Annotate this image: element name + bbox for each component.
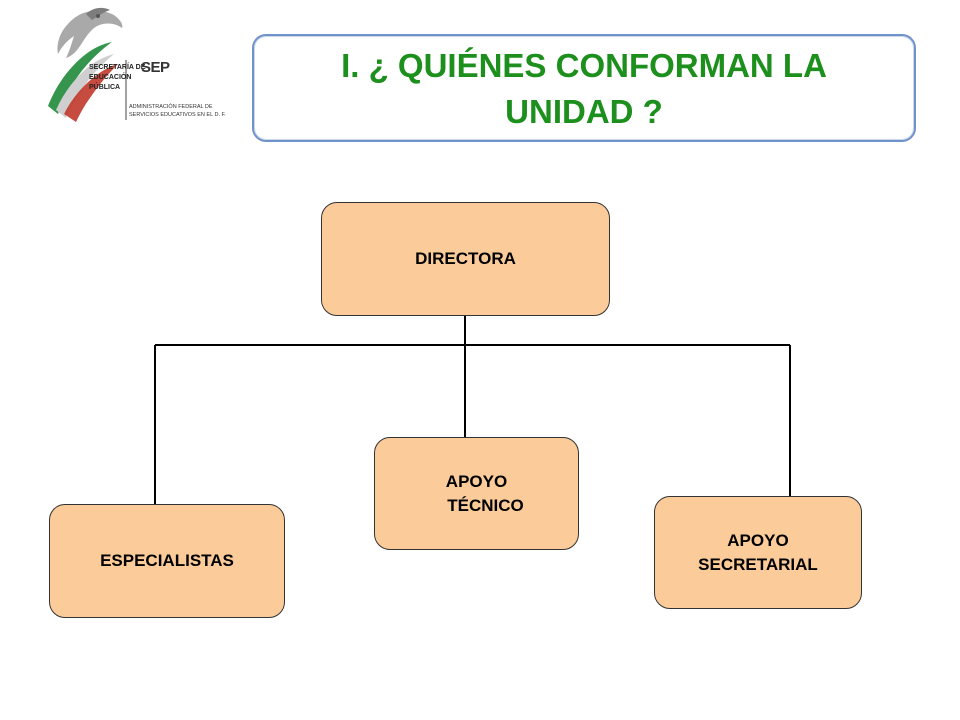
node-apoyo-tecnico-line2: TÉCNICO [447, 495, 524, 515]
node-apoyo-tecnico: APOYO TÉCNICO [374, 437, 579, 550]
node-apoyo-secretarial-line2: SECRETARIAL [698, 554, 818, 574]
sep-logo: SECRETARÍA DE EDUCACIÓN PÚBLICA SEP ADMI… [28, 6, 228, 124]
logo-secretaria-text: SECRETARÍA DE EDUCACIÓN PÚBLICA [89, 64, 146, 91]
node-directora-label: DIRECTORA [415, 249, 516, 268]
node-directora: DIRECTORA [321, 202, 610, 316]
page-title: I. ¿ QUIÉNES CONFORMAN LA UNIDAD ? [341, 47, 827, 130]
logo-acronym: SEP [141, 59, 170, 76]
title-box: I. ¿ QUIÉNES CONFORMAN LA UNIDAD ? [252, 34, 916, 142]
node-apoyo-secretarial: APOYO SECRETARIAL [654, 496, 862, 609]
node-apoyo-tecnico-line1: APOYO [445, 471, 508, 491]
logo-admin-text: ADMINISTRACIÓN FEDERAL DE SERVICIOS EDUC… [129, 104, 226, 118]
node-especialistas: ESPECIALISTAS [49, 504, 285, 618]
node-apoyo-secretarial-line1: APOYO [727, 530, 789, 550]
node-especialistas-label: ESPECIALISTAS [100, 551, 234, 570]
eagle-emblem-icon [48, 7, 127, 122]
